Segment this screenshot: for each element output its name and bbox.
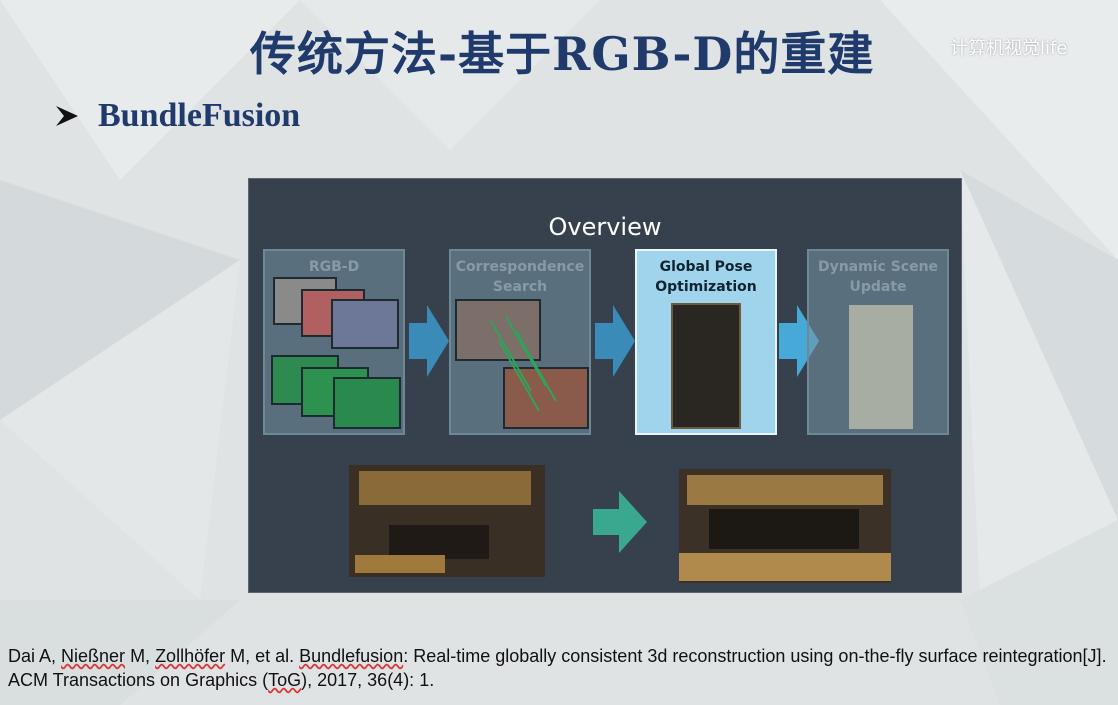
reconstruction-thumbnail: [671, 303, 741, 429]
stage-dynamic-scene: Dynamic Scene Update: [807, 249, 949, 435]
matched-frame: [503, 367, 589, 429]
citation: Dai A, Nießner M, Zollhöfer M, et al. Bu…: [8, 646, 1107, 690]
slide-title: 传统方法-基于RGB-D的重建: [250, 27, 875, 81]
scene-mesh-thumbnail: [849, 305, 913, 429]
stage-label: RGB-D: [308, 259, 360, 275]
arrow-right-icon: [593, 491, 647, 553]
arrow-right-icon: [409, 305, 449, 377]
stage-label: Dynamic Scene Update: [817, 259, 939, 295]
overview-figure: Overview RGB-D Correspondence Search: [248, 178, 962, 593]
reconstruction-before: [349, 465, 545, 577]
stage-global-pose: Global Pose Optimization: [635, 249, 777, 435]
rgb-frame: [331, 299, 399, 349]
bullet-text: BundleFusion: [98, 97, 301, 134]
bullet-item: BundleFusion: [54, 96, 300, 136]
stage-label: Global Pose Optimization: [655, 259, 757, 295]
journal-abbrev: ToG: [268, 670, 302, 690]
arrow-bullet-icon: [56, 106, 78, 126]
stage-correspondence: Correspondence Search: [449, 249, 591, 435]
reconstruction-after: [679, 469, 891, 583]
arrow-right-icon: [779, 305, 819, 377]
figure-title: Overview: [548, 213, 662, 241]
depth-frame: [333, 377, 401, 429]
author-name: Nießner: [61, 646, 126, 666]
arrow-right-icon: [595, 305, 635, 377]
watermark: 计算机视觉life: [950, 38, 1068, 59]
author-name: Zollhöfer: [155, 646, 226, 666]
paper-name: Bundlefusion: [299, 646, 404, 666]
stage-rgbd: RGB-D: [263, 249, 405, 435]
stage-label: Correspondence Search: [455, 259, 585, 295]
correspondence-lines: [490, 316, 557, 412]
